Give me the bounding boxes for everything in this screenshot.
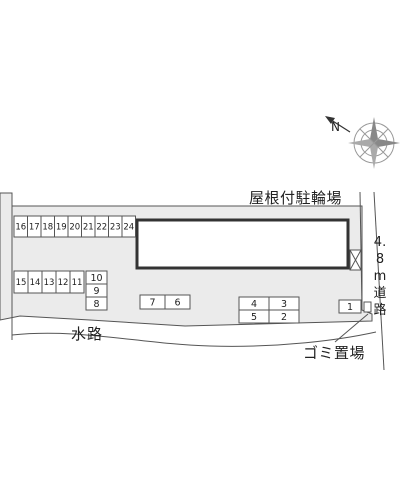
parking-slot [69, 270, 85, 294]
parking-slot-number: 21 [83, 223, 94, 233]
parking-slot-number: 18 [42, 223, 53, 233]
parking-slot-number: 2 [281, 312, 287, 323]
parking-slot-number: 11 [72, 278, 83, 288]
parking-slot-number: 5 [251, 312, 257, 323]
parking-slot-number: 23 [110, 223, 121, 233]
parking-stack: 10 9 8 [85, 270, 108, 311]
garbage-area-label: ゴミ置場 [303, 344, 366, 362]
north-letter: N [331, 120, 340, 134]
parking-slot [338, 299, 362, 314]
parking-slot-number: 15 [16, 278, 27, 288]
parking-slot-number: 13 [44, 278, 55, 288]
parking-slot-number: 16 [15, 223, 26, 233]
parking-slot-number: 19 [56, 223, 67, 233]
parking-single: 1 [338, 299, 362, 314]
parking-slot-number: 17 [29, 223, 40, 233]
garbage-area [363, 301, 372, 313]
parking-slot-number: 10 [90, 273, 102, 284]
parking-slot [85, 296, 108, 311]
parking-slot-number: 14 [30, 278, 41, 288]
road-line-right [373, 191, 385, 371]
north-arrow-icon: N [325, 116, 351, 134]
parking-slot-number: 8 [93, 299, 99, 310]
parking-slot-number: 3 [281, 299, 287, 310]
parking-slot-number: 6 [174, 297, 180, 308]
compass-rose-icon [348, 117, 400, 169]
parking-slot-number: 1 [347, 302, 353, 313]
parking-slot [121, 215, 136, 238]
bicycle-parking-label: 屋根付駐輪場 [249, 189, 343, 207]
waterway-line [11, 331, 377, 347]
parking-slot-number: 24 [123, 223, 134, 233]
parking-slot-number: 20 [69, 223, 80, 233]
road-label: 4.8m道路 [373, 235, 387, 318]
parking-slot [268, 309, 300, 324]
apartment-building [135, 218, 350, 270]
parking-block: 4 3 5 2 [238, 296, 300, 324]
parking-slot [164, 294, 191, 310]
waterway-label: 水路 [71, 325, 104, 343]
parking-slot-number: 4 [251, 299, 257, 310]
parking-slot-number: 9 [93, 286, 99, 297]
parking-slot-number: 22 [96, 223, 107, 233]
parking-slot-number: 7 [149, 297, 155, 308]
parking-slot-number: 12 [58, 278, 69, 288]
